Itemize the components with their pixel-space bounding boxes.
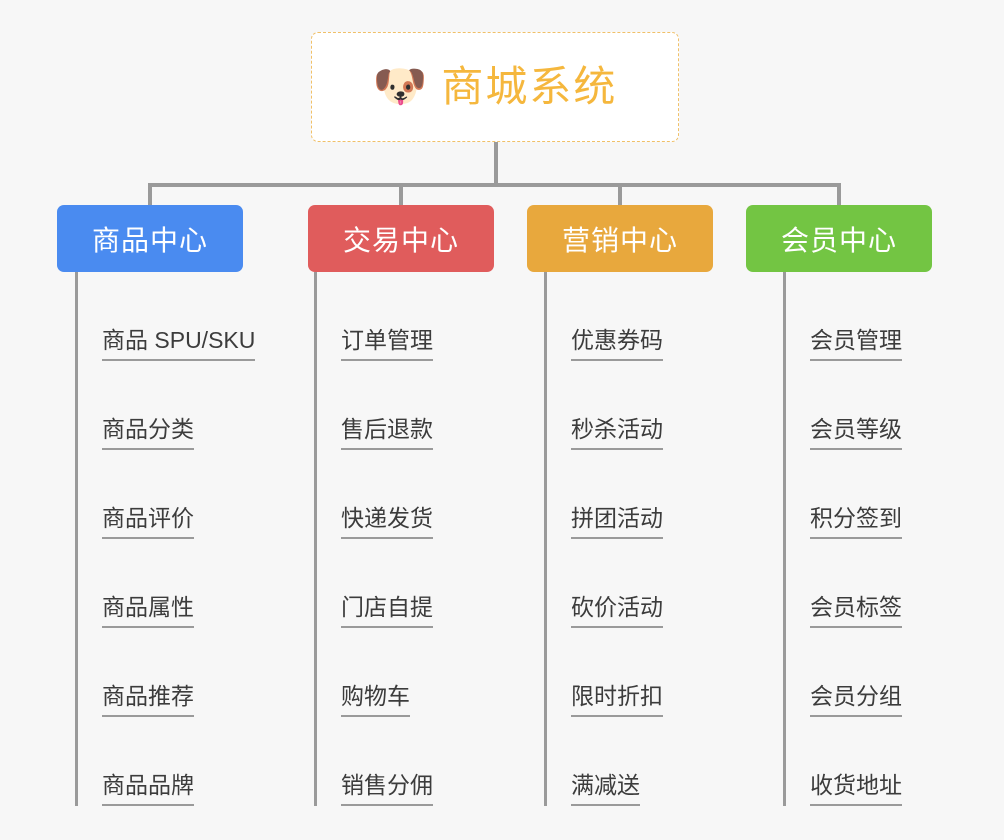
list-item[interactable]: 销售分佣 [314, 717, 433, 806]
list-item[interactable]: 拼团活动 [544, 450, 663, 539]
list-item-label: 积分签到 [810, 506, 902, 539]
list-item-label: 订单管理 [341, 328, 433, 361]
category-box-3[interactable]: 营销中心 [527, 205, 713, 272]
list-item[interactable]: 快递发货 [314, 450, 433, 539]
connector-vertical-rail [75, 272, 78, 806]
list-item[interactable]: 会员标签 [783, 539, 902, 628]
connector-horizontal-bus [148, 183, 841, 187]
list-item[interactable]: 会员等级 [783, 361, 902, 450]
connector-drop-1 [148, 183, 152, 207]
list-item[interactable]: 购物车 [314, 628, 410, 717]
list-item[interactable]: 商品属性 [75, 539, 194, 628]
list-item-label: 会员等级 [810, 417, 902, 450]
list-item[interactable]: 订单管理 [314, 272, 433, 361]
connector-vertical-rail [783, 272, 786, 806]
list-item[interactable]: 门店自提 [314, 539, 433, 628]
list-item[interactable]: 满减送 [544, 717, 640, 806]
list-item-label: 满减送 [571, 773, 640, 806]
list-item-label: 拼团活动 [571, 506, 663, 539]
category-title: 营销中心 [561, 224, 678, 256]
shiba-dog-face-icon: 🐶 [372, 62, 428, 111]
root-node[interactable]: 🐶 商城系统 [311, 32, 679, 142]
category-title: 商品中心 [91, 224, 208, 256]
connector-drop-2 [399, 183, 403, 207]
list-item-label: 砍价活动 [571, 595, 663, 628]
list-item[interactable]: 积分签到 [783, 450, 902, 539]
list-item-label: 商品分类 [102, 417, 194, 450]
list-item-label: 售后退款 [341, 417, 433, 450]
list-item-label: 商品评价 [102, 506, 194, 539]
connector-vertical-rail [314, 272, 317, 806]
list-item-label: 限时折扣 [571, 684, 663, 717]
list-item[interactable]: 商品 SPU/SKU [75, 272, 256, 361]
list-item-label: 秒杀活动 [571, 417, 663, 450]
list-item[interactable]: 商品分类 [75, 361, 194, 450]
list-item[interactable]: 商品推荐 [75, 628, 194, 717]
list-item-label: 商品属性 [102, 595, 194, 628]
category-box-1[interactable]: 商品中心 [57, 205, 243, 272]
list-item[interactable]: 砍价活动 [544, 539, 663, 628]
list-item[interactable]: 商品评价 [75, 450, 194, 539]
list-item-label: 商品 SPU/SKU [102, 328, 256, 361]
category-box-4[interactable]: 会员中心 [746, 205, 932, 272]
list-item[interactable]: 商品品牌 [75, 717, 194, 806]
list-item[interactable]: 售后退款 [314, 361, 433, 450]
connector-drop-4 [837, 183, 841, 207]
connector-root-stem [494, 142, 498, 185]
list-item-label: 商品品牌 [102, 773, 194, 806]
list-item-label: 会员标签 [810, 595, 902, 628]
list-item-label: 收货地址 [810, 773, 902, 806]
list-item-label: 购物车 [341, 684, 410, 717]
connector-drop-3 [618, 183, 622, 207]
category-title: 交易中心 [342, 224, 459, 256]
list-item[interactable]: 会员管理 [783, 272, 902, 361]
connector-vertical-rail [544, 272, 547, 806]
list-item[interactable]: 限时折扣 [544, 628, 663, 717]
category-title: 会员中心 [780, 224, 897, 256]
list-item[interactable]: 优惠券码 [544, 272, 663, 361]
list-item-label: 优惠券码 [571, 328, 663, 361]
list-item-label: 会员分组 [810, 684, 902, 717]
list-item[interactable]: 收货地址 [783, 717, 902, 806]
list-item-label: 商品推荐 [102, 684, 194, 717]
root-node-title: 商城系统 [441, 63, 618, 110]
list-item-label: 快递发货 [341, 506, 433, 539]
list-item-label: 销售分佣 [341, 773, 433, 806]
list-item[interactable]: 秒杀活动 [544, 361, 663, 450]
list-item-label: 门店自提 [341, 595, 433, 628]
list-item-label: 会员管理 [810, 328, 902, 361]
list-item[interactable]: 会员分组 [783, 628, 902, 717]
category-box-2[interactable]: 交易中心 [308, 205, 494, 272]
